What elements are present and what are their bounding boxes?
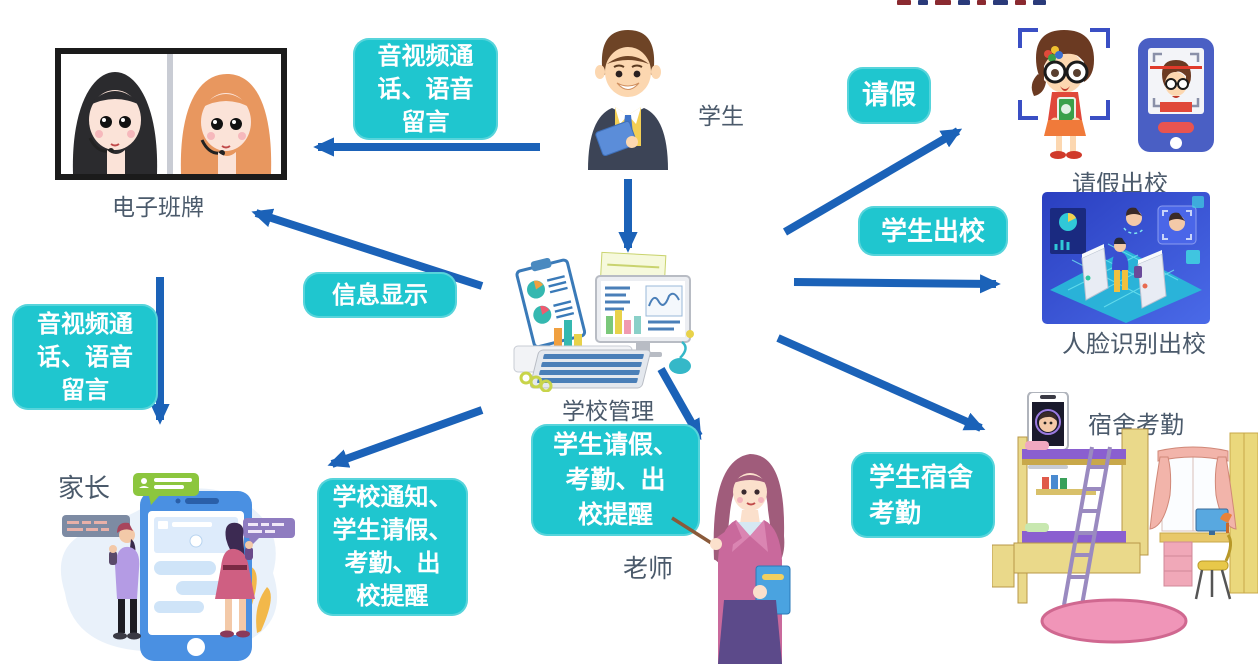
callout-teacher-notify: 学生请假、 考勤、出 校提醒 bbox=[531, 424, 700, 536]
arrow-mgmt-to-leave-exit bbox=[782, 127, 963, 236]
parent-left-figure bbox=[62, 515, 141, 640]
e-class-board-label: 电子班牌 bbox=[112, 194, 204, 220]
leave-exit-phone-illustration bbox=[1138, 38, 1214, 152]
arrow-mgmt-to-teacher bbox=[657, 367, 703, 441]
parent-label: 家长 bbox=[58, 473, 111, 503]
chair bbox=[1194, 534, 1233, 600]
ladder bbox=[1062, 446, 1112, 606]
face-exit-label: 人脸识别出校 bbox=[1062, 331, 1206, 358]
parent-right-figure bbox=[215, 518, 295, 638]
face-frame-brackets bbox=[1018, 28, 1110, 120]
callout-dorm-attendance: 学生宿舍 考勤 bbox=[851, 452, 995, 538]
student-illustration bbox=[588, 30, 668, 170]
walking-person bbox=[1112, 237, 1129, 292]
callout-student-exit: 学生出校 bbox=[858, 206, 1008, 256]
parent-phone-illustration bbox=[60, 473, 295, 661]
school-management-illustration bbox=[513, 251, 694, 392]
callout-parent-notify: 学校通知、 学生请假、 考勤、出 校提醒 bbox=[317, 478, 468, 616]
face-recognition-gate-illustration bbox=[1042, 192, 1210, 324]
dorm-room-illustration bbox=[992, 428, 1258, 644]
arrow-mgmt-to-face-exit bbox=[793, 274, 1001, 294]
notification-bubble-icon bbox=[133, 473, 199, 505]
cropped-title-fragment bbox=[897, 0, 1067, 5]
teacher-label: 老师 bbox=[623, 555, 674, 583]
callout-av-call-left: 音视频通 话、语音 留言 bbox=[12, 304, 158, 410]
window bbox=[1149, 446, 1237, 532]
arrow-mgmt-to-parent bbox=[327, 406, 484, 468]
e-class-board-illustration bbox=[55, 48, 287, 180]
bunk-bed bbox=[992, 428, 1149, 606]
teacher-illustration bbox=[671, 454, 791, 664]
callout-leave: 请假 bbox=[847, 67, 931, 124]
gate-left bbox=[1081, 244, 1109, 301]
gate-right bbox=[1134, 250, 1167, 309]
desk bbox=[1159, 508, 1232, 587]
arrow-mgmt-to-dorm bbox=[776, 334, 986, 432]
student-label: 学生 bbox=[698, 103, 744, 129]
callout-info-display: 信息显示 bbox=[303, 272, 457, 318]
school-management-label: 学校管理 bbox=[562, 398, 654, 424]
leave-exit-girl-illustration bbox=[1018, 28, 1110, 159]
dorm-face-terminal-illustration bbox=[1027, 392, 1069, 469]
callout-av-call-top: 音视频通 话、语音 留言 bbox=[353, 38, 498, 140]
